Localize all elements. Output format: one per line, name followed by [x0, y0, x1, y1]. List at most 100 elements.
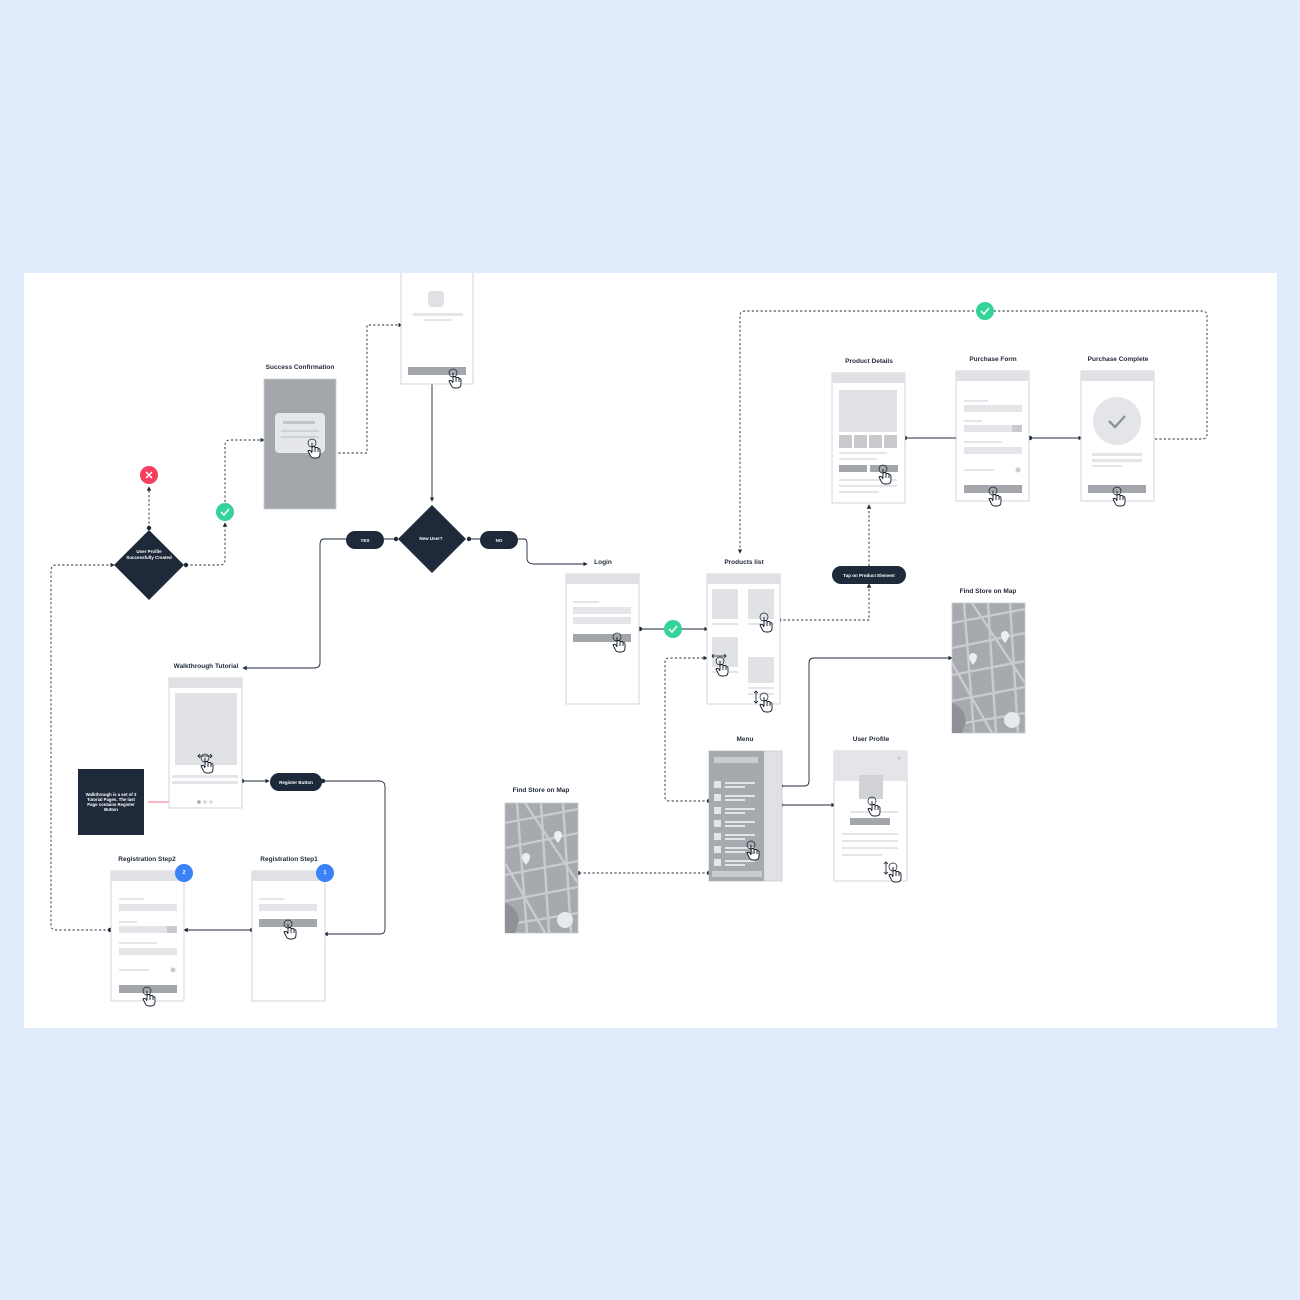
connector-complete-to-products — [737, 310, 1208, 554]
placeholder-bar — [424, 319, 452, 321]
map-street — [523, 802, 580, 884]
decision-new-user — [398, 505, 466, 573]
screen-status-bar — [566, 574, 639, 584]
screen-menu — [708, 750, 783, 882]
menu-item-icon — [714, 794, 721, 801]
placeholder-bar — [850, 818, 890, 825]
placeholder-bar — [842, 854, 882, 856]
placeholder-bar — [725, 812, 745, 814]
screen-title-purchase-form: Purchase Form — [969, 356, 1017, 363]
screen-title-registration-step1: Registration Step1 — [260, 856, 318, 863]
placeholder-bar — [725, 821, 755, 823]
placeholder-bar — [748, 687, 774, 689]
placeholder-bar — [964, 469, 994, 471]
check-icon — [668, 625, 678, 634]
placeholder-bar — [281, 430, 319, 432]
screen-title-find-store-left: Find Store on Map — [512, 787, 570, 794]
hand-pointer-icon — [283, 919, 297, 940]
placeholder-bar — [842, 840, 898, 842]
placeholder-bar — [1092, 465, 1122, 467]
connector-menu-to-products — [664, 655, 709, 802]
connector-dot — [466, 536, 472, 542]
profile-avatar — [859, 775, 883, 799]
placeholder-bar — [725, 864, 745, 866]
placeholder-bar — [725, 808, 755, 810]
screen-title-registration-step2: Registration Step2 — [118, 856, 176, 863]
placeholder-bar — [839, 458, 877, 460]
placeholder-bar — [119, 898, 144, 900]
hand-pointer-icon — [715, 656, 729, 677]
map-street — [951, 685, 1026, 703]
screen-title-login: Login — [594, 559, 612, 566]
screen-title-find-store-right: Find Store on Map — [959, 588, 1017, 595]
step-badge-2: 2 — [175, 864, 193, 882]
placeholder-bar — [119, 969, 149, 971]
map-location-circle — [1004, 712, 1020, 728]
decision-profile-created — [114, 530, 184, 600]
hand-pointer-icon — [612, 632, 626, 653]
map-pin-icon — [1001, 631, 1009, 643]
placeholder-bar — [281, 436, 319, 438]
screen-status-bar — [1081, 371, 1154, 381]
placeholder-bar — [712, 623, 738, 625]
menu-item-icon — [714, 807, 721, 814]
placeholder-bar — [725, 782, 755, 784]
placeholder-bar — [1012, 425, 1022, 432]
hand-pointer-icon — [1112, 486, 1126, 507]
swipe-vertical-icon — [753, 690, 759, 704]
placeholder-bar — [408, 367, 466, 375]
placeholder-bar — [712, 871, 762, 877]
screen-products-list — [706, 573, 781, 705]
map-pin-icon — [522, 853, 530, 865]
menu-item-icon — [714, 781, 721, 788]
screen-status-bar — [169, 678, 242, 688]
placeholder-bar — [748, 623, 774, 625]
product-image — [839, 390, 897, 432]
placeholder-bar — [119, 921, 137, 923]
screen-title-menu: Menu — [736, 736, 754, 743]
placeholder-bar — [842, 847, 898, 849]
screen-user-profile — [833, 750, 908, 882]
hand-pointer-icon — [142, 986, 156, 1007]
map-street — [539, 802, 551, 934]
placeholder-bar — [964, 420, 982, 422]
placeholder-bar — [725, 825, 745, 827]
hand-pointer-icon — [988, 486, 1002, 507]
screen-frame — [955, 370, 1030, 502]
hand-pointer-icon — [867, 796, 881, 817]
placeholder-bar — [725, 838, 745, 840]
screen-title-purchase-complete: Purchase Complete — [1087, 356, 1149, 363]
placeholder-bar — [573, 607, 631, 614]
placeholder-bar — [573, 601, 599, 603]
connector-dot — [146, 525, 152, 531]
success-badge-login — [664, 620, 682, 638]
map-pin-icon — [554, 831, 562, 843]
yes-pill: YES — [346, 531, 384, 549]
map-park — [952, 703, 966, 733]
placeholder-bar — [839, 452, 887, 454]
screen-purchase-complete — [1080, 370, 1155, 502]
placeholder-bar — [119, 948, 177, 955]
close-icon — [145, 471, 153, 479]
hand-pointer-icon — [759, 612, 773, 633]
decision-profile-created-text: User Profile Successfully Created — [126, 549, 172, 560]
screen-top-partial — [400, 273, 474, 385]
decision-new-user-text: New User? — [419, 536, 443, 541]
placeholder-bar — [725, 847, 755, 849]
screen-product-details — [831, 372, 906, 504]
screen-find-store-map-right — [950, 602, 1027, 734]
connector-step2-to-decision — [50, 562, 115, 931]
screen-title-products-list: Products list — [724, 559, 764, 566]
menu-item-icon — [714, 833, 721, 840]
screen-registration-step2 — [110, 870, 185, 1002]
placeholder-bar — [725, 834, 755, 836]
placeholder-bar — [964, 447, 1022, 454]
hand-pointer-icon — [878, 464, 892, 485]
map-street — [503, 862, 547, 934]
placeholder-bar — [725, 860, 755, 862]
placeholder-bar — [842, 833, 898, 835]
pager-dot — [203, 800, 207, 804]
placeholder-bar — [259, 904, 317, 911]
placeholder-bar — [725, 851, 745, 853]
placeholder-bar — [259, 919, 317, 927]
